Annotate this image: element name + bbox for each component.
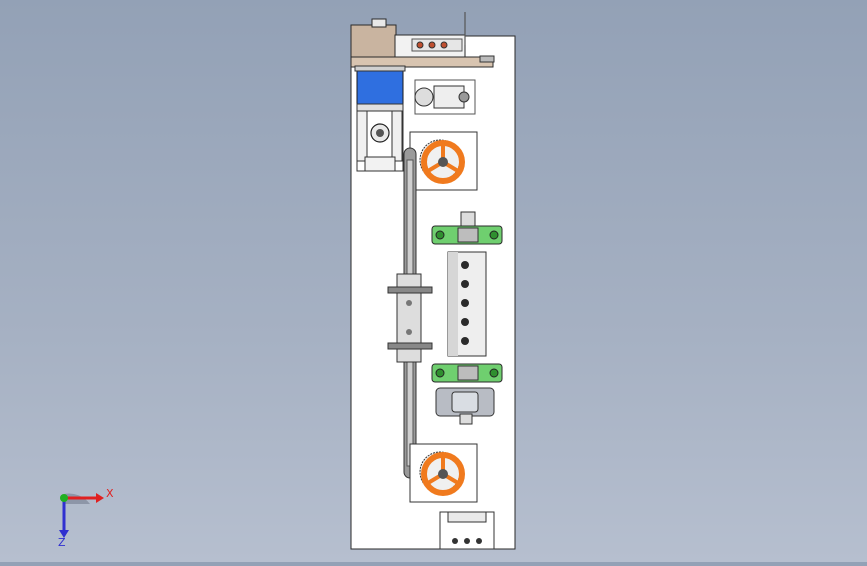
upper-handwheel[interactable] (421, 140, 465, 184)
encoder-disc (414, 87, 434, 107)
orientation-triad[interactable]: X Z (44, 478, 124, 549)
motor-base (356, 103, 404, 112)
bottom-bolt (452, 538, 458, 544)
roller-shade (448, 252, 458, 356)
tensioner-stud (387, 342, 433, 350)
tensioner-stud (387, 286, 433, 294)
bottom-bolt (464, 538, 470, 544)
pulley-wheel (451, 391, 479, 413)
roller-hole (461, 318, 469, 326)
motor-housing[interactable] (356, 65, 404, 107)
tensioner-bolt (406, 329, 412, 335)
gearbox-frame-right (391, 110, 403, 162)
shaft-end (479, 55, 495, 63)
bottom-bolt (476, 538, 482, 544)
roller-hole (461, 280, 469, 288)
roller-hole (461, 261, 469, 269)
bolt (440, 41, 448, 49)
y-axis-dot (60, 494, 68, 502)
bolt (416, 41, 424, 49)
handwheel-hub (438, 469, 448, 479)
motor-flange (354, 65, 406, 72)
pillow-block-bolt (489, 230, 499, 240)
triad-svg: X Z (58, 487, 114, 549)
pillow-block-bolt (435, 230, 445, 240)
tensioner-bolt (406, 300, 412, 306)
bolt (428, 41, 436, 49)
x-axis-arrowhead (96, 493, 104, 503)
lower-handwheel[interactable] (421, 452, 465, 496)
roller-hole (461, 337, 469, 345)
bottom-block-top (447, 511, 487, 523)
top-bracket-cap (371, 18, 387, 28)
top-bracket[interactable] (350, 24, 397, 62)
encoder-shaft (458, 91, 470, 103)
gearbox-foot (364, 156, 396, 172)
gearbox-frame-left (356, 110, 368, 162)
z-axis-arrowhead (59, 530, 69, 538)
pillow-block-center (457, 365, 479, 381)
coupling-hub (376, 129, 384, 137)
pulley-shaft (459, 413, 473, 425)
pillow-block-center (457, 227, 479, 243)
handwheel-hub (438, 157, 448, 167)
roller-hole (461, 299, 469, 307)
slide-rail-inner (411, 38, 463, 52)
x-axis-label: X (106, 487, 114, 500)
pillow-block-bolt (435, 368, 445, 378)
pillow-block-bolt (489, 368, 499, 378)
z-axis-label: Z (58, 536, 66, 548)
